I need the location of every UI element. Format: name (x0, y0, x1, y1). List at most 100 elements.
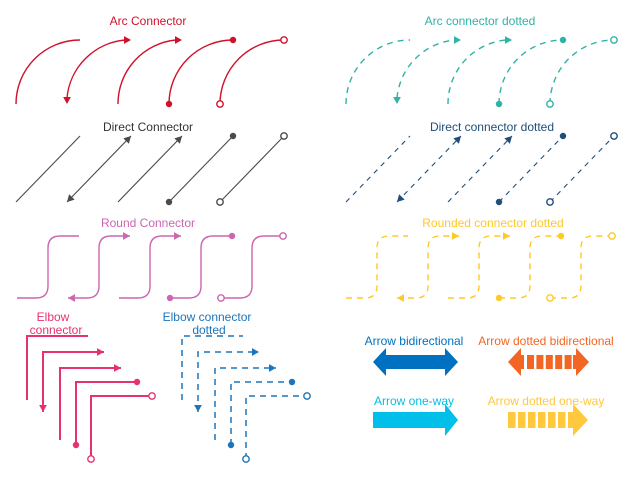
arc-connector-4-dot-start-icon (165, 100, 173, 108)
arc-connector-2 (66, 39, 126, 99)
arrow-dotted-bidirectional-right-head (573, 348, 589, 376)
round-connector-2-arrowhead-start-icon (68, 294, 75, 302)
elbow-connector-3-arrowhead-end-icon (114, 364, 121, 372)
round-connector-dotted-1 (346, 235, 408, 299)
arc-connector-dotted-2-arrowhead-start-icon (393, 97, 401, 104)
round-connector-dotted-2-arrowhead-start-icon (397, 294, 404, 302)
direct-connector-dotted-1 (345, 135, 411, 203)
arc-connector-dotted-5-circle-end-icon (610, 36, 618, 44)
elbow-connector-dotted-label-line2: dotted (192, 323, 225, 337)
direct-connector-2-arrowhead-start-icon (67, 194, 75, 202)
round-connector-dotted-5-circle-start-icon (546, 294, 554, 302)
arc-connector-dotted-2-arrowhead-end-icon (454, 36, 461, 44)
arc-connector-3-arrowhead-end-icon (175, 36, 182, 44)
round-connector-dotted-4 (499, 235, 561, 299)
round-connector-3 (119, 235, 181, 299)
arrow-dotted-one-way-segment (508, 412, 516, 428)
elbow-connector-4-dot-start-icon (72, 441, 80, 449)
arc-connector-2-arrowhead-start-icon (63, 97, 71, 104)
elbow-connector-3 (59, 367, 121, 440)
round-connector-2-arrowhead-end-icon (123, 232, 130, 240)
direct-connector-4 (168, 135, 234, 203)
direct-connector-dotted-4-dot-end-icon (559, 132, 567, 140)
direct-connector-5-circle-end-icon (280, 132, 288, 140)
direct-connector-dotted-2-arrowhead-start-icon (397, 194, 405, 202)
round-connector-4 (170, 235, 232, 299)
arc-connector-3 (117, 39, 177, 105)
arrow-dotted-one-way-head (568, 404, 588, 436)
round-connector-label: Round Connector (101, 216, 195, 230)
arc-connector-dotted-3 (447, 39, 507, 105)
direct-connector-dotted-5 (549, 135, 615, 203)
elbow-connector-dotted-5-circle-end-icon (303, 392, 311, 400)
elbow-connector-label-line2: connector (30, 323, 83, 337)
arc-connector-5-circle-end-icon (280, 36, 288, 44)
direct-connector-dotted-3 (447, 135, 513, 203)
arrow-dotted-bidirectional-segment (564, 355, 572, 369)
elbow-connector-5 (90, 395, 152, 459)
arc-connector-dotted-5 (549, 39, 615, 105)
elbow-connector-4-dot-end-icon (133, 378, 141, 386)
arrow-bidirectional-shape (373, 348, 458, 376)
direct-connector-4-dot-start-icon (165, 198, 173, 206)
arc-connector-2-arrowhead-end-icon (124, 36, 131, 44)
elbow-connector-dotted-4-dot-end-icon (288, 378, 296, 386)
direct-connector-dotted-2-arrowhead-end-icon (453, 136, 461, 144)
elbow-connector-dotted-5 (245, 395, 307, 459)
direct-connector-label: Direct Connector (103, 120, 193, 134)
arc-connector-1 (15, 39, 81, 105)
rounded-connector-dotted-label: Rounded connector dotted (422, 216, 563, 230)
arc-connector-5-circle-start-icon (216, 100, 224, 108)
elbow-connector-2 (42, 351, 104, 412)
arrow-dotted-one-way-segment (528, 412, 536, 428)
direct-connector-5-circle-start-icon (216, 198, 224, 206)
arc-connector-dotted-5-circle-start-icon (546, 100, 554, 108)
round-connector-dotted-5-circle-end-icon (608, 232, 616, 240)
arrow-one-way-shape (373, 404, 458, 436)
arc-connector-dotted-1 (345, 39, 411, 105)
arrow-dotted-bidirectional-segment (527, 355, 534, 369)
round-connector-5 (221, 235, 283, 299)
elbow-connector-5-circle-end-icon (148, 392, 156, 400)
direct-connector-dotted-2 (396, 135, 462, 203)
elbow-connector-dotted-3-arrowhead-end-icon (269, 364, 276, 372)
arrow-one-way-label: Arrow one-way (374, 394, 454, 408)
arc-connector-dotted-3-arrowhead-end-icon (505, 36, 512, 44)
round-connector-3-arrowhead-end-icon (174, 232, 181, 240)
arc-connector-dotted-2 (396, 39, 456, 99)
round-connector-dotted-2-arrowhead-end-icon (452, 232, 459, 240)
elbow-connector-dotted-2-arrowhead-end-icon (252, 348, 259, 356)
arrow-dotted-bidirectional-segment (545, 355, 553, 369)
arrow-dotted-bidirectional-segment (536, 355, 544, 369)
arrow-dotted-bidirectional-segment (555, 355, 563, 369)
arrow-dotted-one-way-segment (558, 412, 566, 428)
direct-connector-2-arrowhead-end-icon (123, 136, 131, 144)
arc-connector-dotted-4-dot-end-icon (559, 36, 567, 44)
elbow-connector-dotted-2-arrowhead-start-icon (194, 405, 202, 412)
direct-connector-dotted-4 (498, 135, 564, 203)
direct-connector-dotted-4-dot-start-icon (495, 198, 503, 206)
arrow-bidirectional-label: Arrow bidirectional (365, 334, 464, 348)
direct-connector-4-dot-end-icon (229, 132, 237, 140)
round-connector-dotted-4-dot-end-icon (557, 232, 565, 240)
arc-connector-4-dot-end-icon (229, 36, 237, 44)
round-connector-dotted-3 (448, 235, 510, 299)
direct-connector-dotted-label: Direct connector dotted (430, 120, 554, 134)
arrow-dotted-one-way-segment (548, 412, 556, 428)
direct-connector-3-arrowhead-end-icon (174, 136, 182, 144)
round-connector-2 (68, 235, 130, 299)
direct-connector-dotted-5-circle-end-icon (610, 132, 618, 140)
direct-connector-dotted-3-arrowhead-end-icon (504, 136, 512, 144)
arc-connector-5 (219, 39, 285, 105)
elbow-connector-dotted-4 (230, 381, 292, 445)
arrow-dotted-bidirectional-left-head (508, 348, 524, 376)
arrow-dotted-one-way-segment (518, 412, 526, 428)
round-connector-4-dot-end-icon (228, 232, 236, 240)
arrow-dotted-one-way-label: Arrow dotted one-way (488, 394, 605, 408)
direct-connector-2 (66, 135, 132, 203)
round-connector-1 (17, 235, 79, 299)
direct-connector-1 (15, 135, 81, 203)
direct-connector-5 (219, 135, 285, 203)
direct-connector-dotted-5-circle-start-icon (546, 198, 554, 206)
elbow-connector-1 (26, 335, 88, 400)
